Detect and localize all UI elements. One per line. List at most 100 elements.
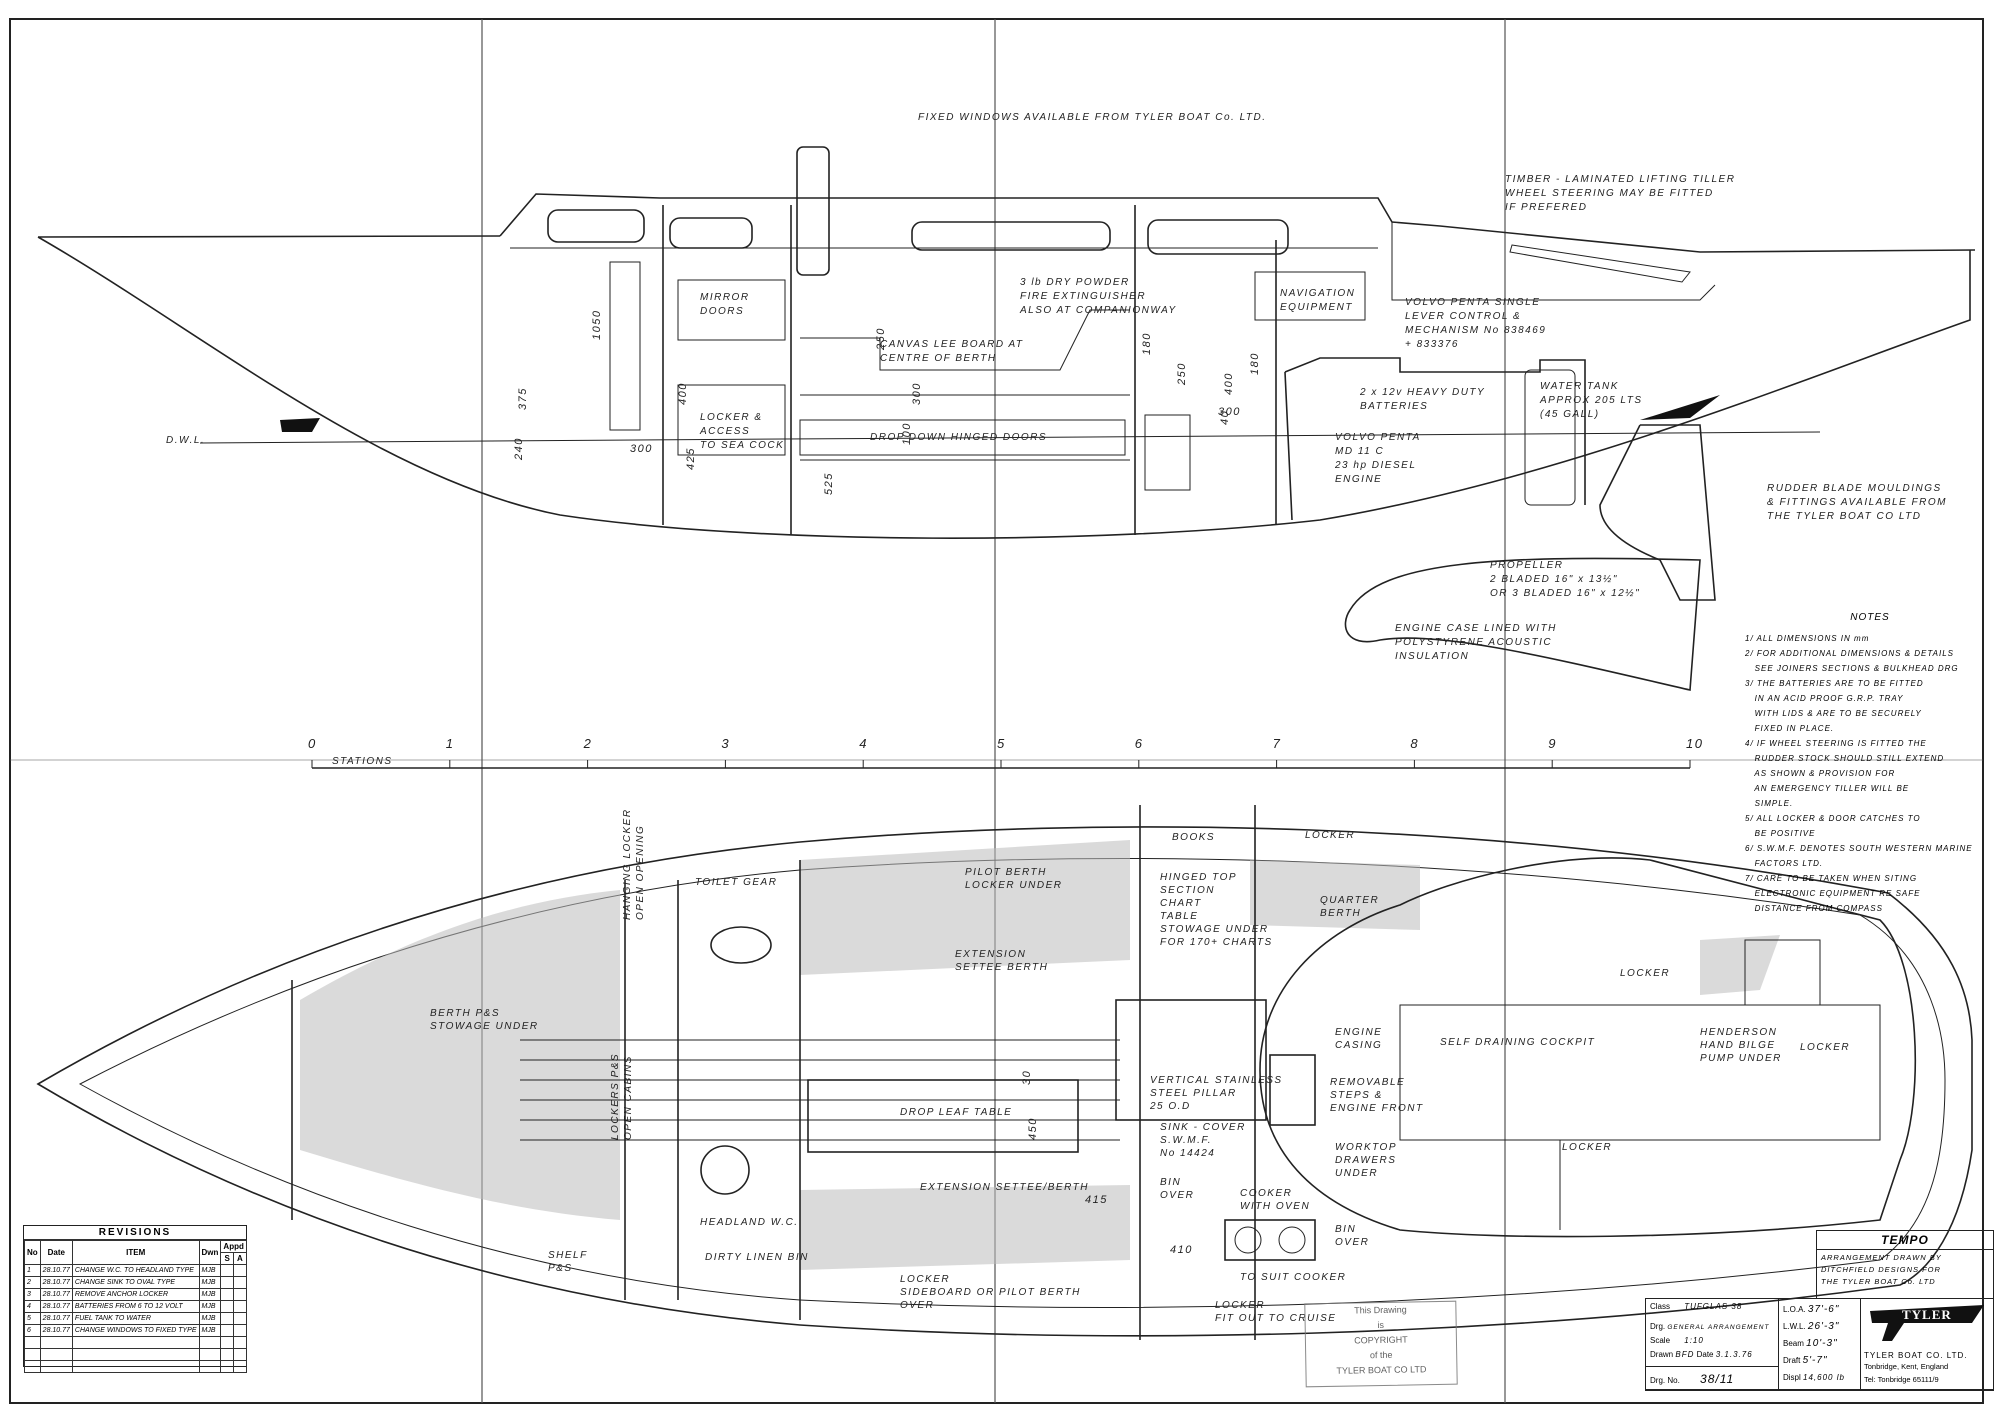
revision-dwn: [198, 1360, 222, 1373]
revision-item: BATTERIES FROM 6 TO 12 VOLT: [71, 1300, 200, 1313]
label-engine-casing: CASING: [1335, 1040, 1382, 1051]
dimension-label: 400: [677, 382, 689, 405]
label-canvas: CENTRE OF BERTH: [880, 353, 997, 364]
cabin-trunk: [499, 193, 1976, 253]
note-line: 5/ ALL LOCKER & DOOR CATCHES TO: [1745, 814, 1921, 823]
note-line: 4/ IF WHEEL STEERING IS FITTED THE: [1745, 739, 1927, 748]
note-line: 3/ THE BATTERIES ARE TO BE FITTED: [1745, 679, 1924, 688]
scale-value: 1:10: [1684, 1336, 1704, 1345]
label-chart-table: HINGED TOP: [1160, 872, 1237, 883]
label-berth-ps: STOWAGE UNDER: [430, 1021, 539, 1032]
revision-s: [220, 1300, 234, 1313]
label-engine: 23 hp DIESEL: [1334, 460, 1416, 471]
label-engine-case: ENGINE CASE LINED WITH: [1395, 623, 1557, 634]
label-sideboard: LOCKER: [900, 1274, 950, 1285]
col-appd: Appd: [220, 1240, 247, 1253]
lwl-value: 26'-3": [1807, 1321, 1840, 1332]
lwl-label: L.W.L.: [1783, 1322, 1806, 1331]
label-tiller: IF PREFERED: [1505, 202, 1587, 213]
note-line: AS SHOWN & PROVISION FOR: [1745, 769, 1896, 778]
header-note: FIXED WINDOWS AVAILABLE FROM TYLER BOAT …: [918, 112, 1267, 123]
note-line: RUDDER STOCK SHOULD STILL EXTEND: [1745, 754, 1945, 763]
label-sink: S.W.M.F.: [1160, 1135, 1212, 1146]
label-engine-casing: ENGINE: [1335, 1027, 1382, 1038]
label-steps: STEPS &: [1330, 1090, 1383, 1101]
dimension-label: 100: [901, 422, 913, 445]
revision-s: [220, 1312, 234, 1325]
note-line: 1/ ALL DIMENSIONS IN mm: [1745, 634, 1870, 643]
dwl-line: [199, 431, 1821, 444]
date-label: Date: [1696, 1350, 1714, 1359]
label-pillar: STEEL PILLAR: [1150, 1088, 1237, 1099]
note-line: ELECTRONIC EQUIPMENT RE SAFE: [1745, 889, 1921, 898]
revision-item: CHANGE SINK TO OVAL TYPE: [71, 1276, 200, 1289]
label-volvo-control: + 833376: [1405, 339, 1459, 350]
dimension-label: 40: [1219, 410, 1231, 425]
arrangement-line: DITCHFIELD DESIGNS FOR: [1821, 1265, 1941, 1274]
revision-dwn: MJB: [198, 1324, 222, 1337]
label-fit-out: LOCKER: [1215, 1300, 1265, 1311]
dimension-label: 250: [1176, 362, 1188, 386]
label-sink: SINK - COVER: [1160, 1122, 1246, 1133]
drop-leaf-table: [807, 1079, 1079, 1153]
revision-item: REMOVE ANCHOR LOCKER: [71, 1288, 200, 1301]
revision-no: 5: [24, 1312, 41, 1325]
station-number: 4: [859, 736, 868, 751]
label-propeller: PROPELLER: [1490, 560, 1564, 571]
logo-text: TYLER: [1902, 1307, 1952, 1322]
station-number: 2: [583, 736, 593, 751]
revision-row: [24, 1336, 247, 1349]
label-canvas: CANVAS LEE BOARD AT: [880, 339, 1024, 350]
revision-item: FUEL TANK TO WATER: [71, 1312, 200, 1325]
revision-a: [232, 1336, 247, 1349]
dimension-label: 30: [1021, 1070, 1033, 1085]
dimension-label: 300: [630, 443, 653, 455]
dimension-label: 250: [875, 327, 887, 351]
revision-item: [71, 1360, 200, 1373]
label-fit-out: FIT OUT TO CRUISE: [1215, 1313, 1336, 1324]
label-cockpit: SELF DRAINING COCKPIT: [1440, 1037, 1595, 1048]
label-chart-table: FOR 170+ CHARTS: [1160, 937, 1273, 948]
revision-no: [24, 1360, 41, 1373]
dimension-label: 400: [1223, 372, 1235, 395]
label-bilge-pump: HENDERSON: [1700, 1027, 1777, 1038]
label-lockers-ps: LOCKERS P&S: [610, 1053, 621, 1140]
label-bin2: BIN: [1335, 1224, 1356, 1235]
revision-s: [220, 1348, 234, 1361]
revision-item: [71, 1336, 200, 1349]
label-volvo-control: VOLVO PENTA SINGLE: [1405, 297, 1540, 308]
class-value: TUFGLAS 38: [1684, 1302, 1743, 1311]
label-volvo-control: LEVER CONTROL &: [1405, 311, 1521, 322]
col-item: ITEM: [71, 1240, 200, 1265]
label-bin1: OVER: [1160, 1190, 1194, 1201]
bulkheads-plan: [291, 805, 1256, 1340]
bulkheads: [662, 205, 1277, 535]
label-pillar: 25 O.D: [1149, 1101, 1191, 1112]
label-drop-doors: DROP DOWN HINGED DOORS: [870, 432, 1047, 443]
note-line: AN EMERGENCY TILLER WILL BE: [1745, 784, 1910, 793]
label-bin1: BIN: [1160, 1177, 1181, 1188]
revision-dwn: [198, 1348, 222, 1361]
label-linen: DIRTY LINEN BIN: [705, 1252, 809, 1263]
drg-no-label: Drg. No.: [1650, 1376, 1680, 1385]
mast-stub: [796, 146, 830, 276]
sink: [710, 926, 772, 964]
label-water-tank: (45 GALL): [1540, 409, 1600, 420]
dimension-label: 300: [911, 382, 923, 405]
drg-value: GENERAL ARRANGEMENT: [1667, 1324, 1770, 1331]
col-dwn: Dwn: [198, 1240, 222, 1265]
revision-a: [232, 1264, 247, 1277]
boat-name: TEMPO: [1817, 1231, 1993, 1250]
revision-row: [24, 1360, 247, 1373]
label-locker-top: LOCKER: [1305, 830, 1355, 841]
label-shelf: SHELF: [548, 1250, 588, 1261]
tyler-logo: TYLER: [1864, 1303, 1990, 1343]
revision-row: [24, 1348, 247, 1361]
dimension-label: 240: [513, 437, 525, 461]
station-number: 6: [1135, 736, 1144, 751]
